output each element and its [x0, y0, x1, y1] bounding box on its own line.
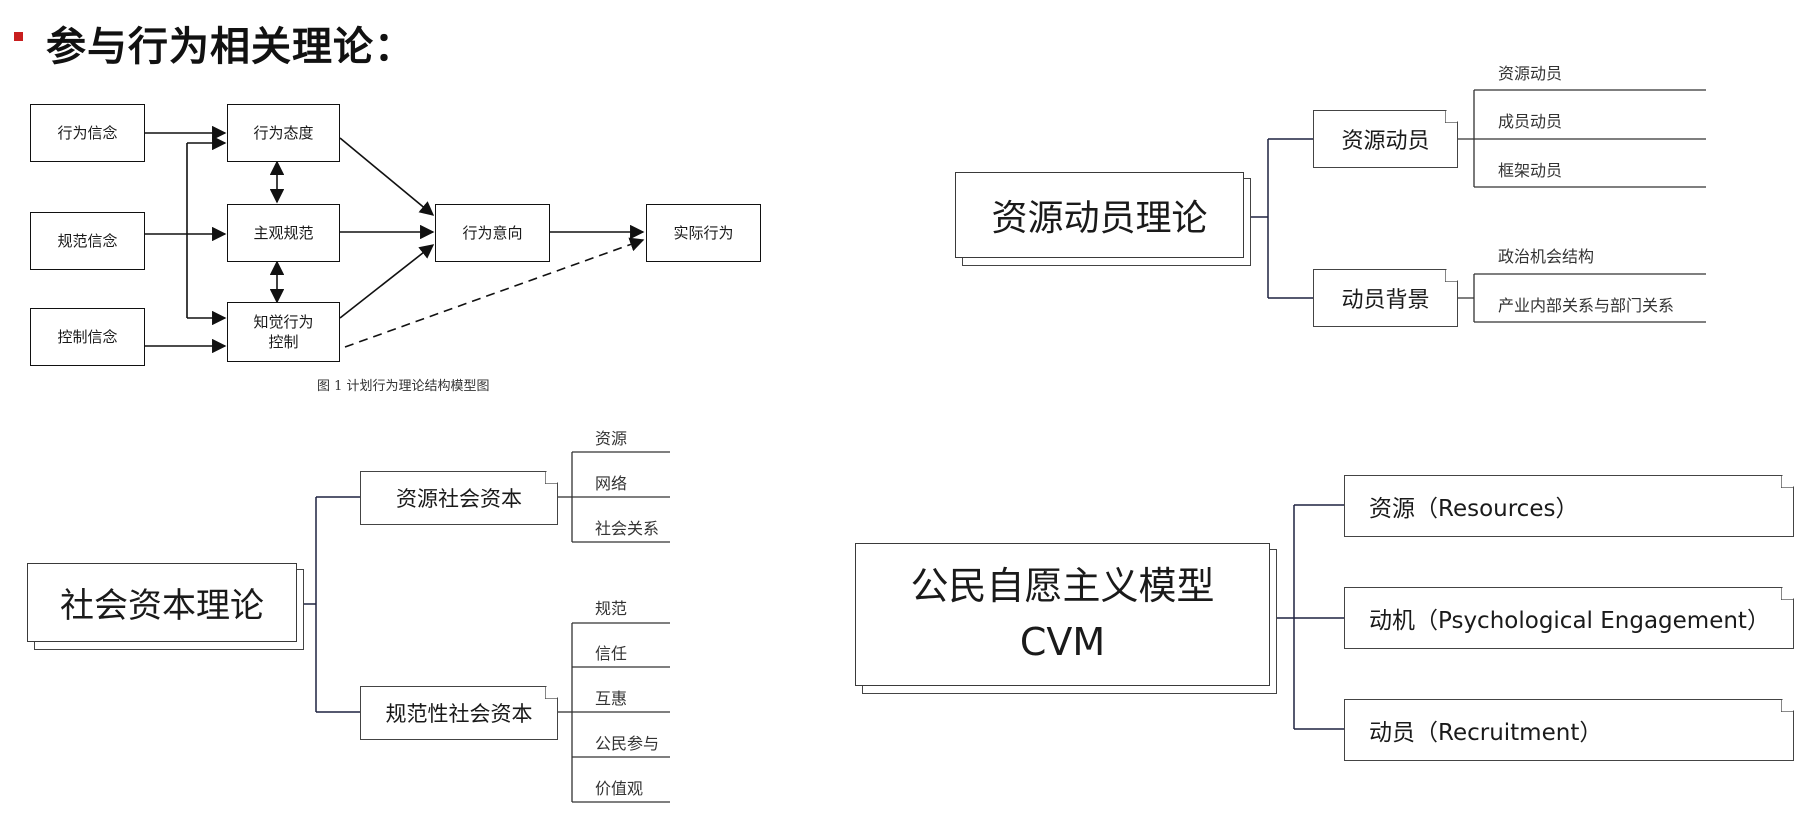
cvm-branch-recruitment: 动员（Recruitment） [1344, 699, 1794, 761]
sc-leaf: 互惠 [595, 689, 628, 708]
cvm-root-line1: 公民自愿主义模型 [910, 564, 1215, 609]
cvm-root: 公民自愿主义模型 CVM [855, 543, 1277, 694]
sc-branch-normative: 规范性社会资本 [360, 686, 558, 740]
arrow-attitude-intention [339, 137, 435, 216]
cvm-root-label: 公民自愿主义模型 CVM [855, 543, 1270, 686]
cvm-branch-recruitment-label: 动员（Recruitment） [1369, 720, 1603, 746]
cvm-branch-engagement-label: 动机（Psychological Engagement） [1369, 608, 1770, 634]
sc-branch-normative-label: 规范性社会资本 [385, 702, 533, 726]
rm-leaf: 政治机会结构 [1498, 247, 1595, 266]
page-title: 参与行为相关理论： [46, 24, 415, 70]
sc-root: 社会资本理论 [27, 563, 304, 650]
arrow-control-intention [339, 244, 435, 319]
sc-leaf: 信任 [595, 644, 628, 663]
rm-branch-context: 动员背景 [1313, 269, 1458, 327]
node-normative-belief: 规范信念 [30, 212, 145, 270]
title-bullet [14, 32, 23, 41]
node-intention: 行为意向 [435, 204, 550, 262]
arrow-control-behavior-dashed [344, 237, 645, 348]
sc-leaf: 网络 [595, 474, 628, 493]
sc-branch-resource-label: 资源社会资本 [396, 487, 522, 511]
sc-branch-resource: 资源社会资本 [360, 471, 558, 525]
rm-leaf: 成员动员 [1498, 112, 1563, 131]
rm-branch-resource-label: 资源动员 [1341, 129, 1430, 154]
node-control-belief: 控制信念 [30, 308, 145, 366]
rm-leaf: 框架动员 [1498, 161, 1563, 180]
node-attitude: 行为态度 [227, 104, 340, 162]
cvm-branch-resources-label: 资源（Resources） [1369, 496, 1579, 522]
cvm-branch-engagement: 动机（Psychological Engagement） [1344, 587, 1794, 649]
rm-leaf: 产业内部关系与部门关系 [1498, 296, 1675, 315]
node-subjective-norm: 主观规范 [227, 204, 340, 262]
rm-branch-context-label: 动员背景 [1341, 288, 1430, 313]
cvm-root-line2: CVM [1019, 619, 1106, 664]
node-perceived-control: 知觉行为 控制 [227, 302, 340, 362]
sc-leaf: 社会关系 [595, 519, 660, 538]
rm-branch-resource: 资源动员 [1313, 110, 1458, 168]
rm-leaf: 资源动员 [1498, 64, 1563, 83]
sc-root-label: 社会资本理论 [27, 563, 297, 642]
node-actual-behavior: 实际行为 [646, 204, 761, 262]
rm-root: 资源动员理论 [955, 172, 1251, 266]
sc-leaf: 规范 [595, 599, 628, 618]
rm-root-label: 资源动员理论 [955, 172, 1244, 258]
node-behavior-belief: 行为信念 [30, 104, 145, 162]
sc-leaf: 资源 [595, 429, 628, 448]
cvm-branch-resources: 资源（Resources） [1344, 475, 1794, 537]
sc-leaf: 价值观 [595, 779, 644, 798]
sc-leaf: 公民参与 [595, 734, 660, 753]
tpb-caption: 图 1 计划行为理论结构模型图 [317, 379, 490, 394]
